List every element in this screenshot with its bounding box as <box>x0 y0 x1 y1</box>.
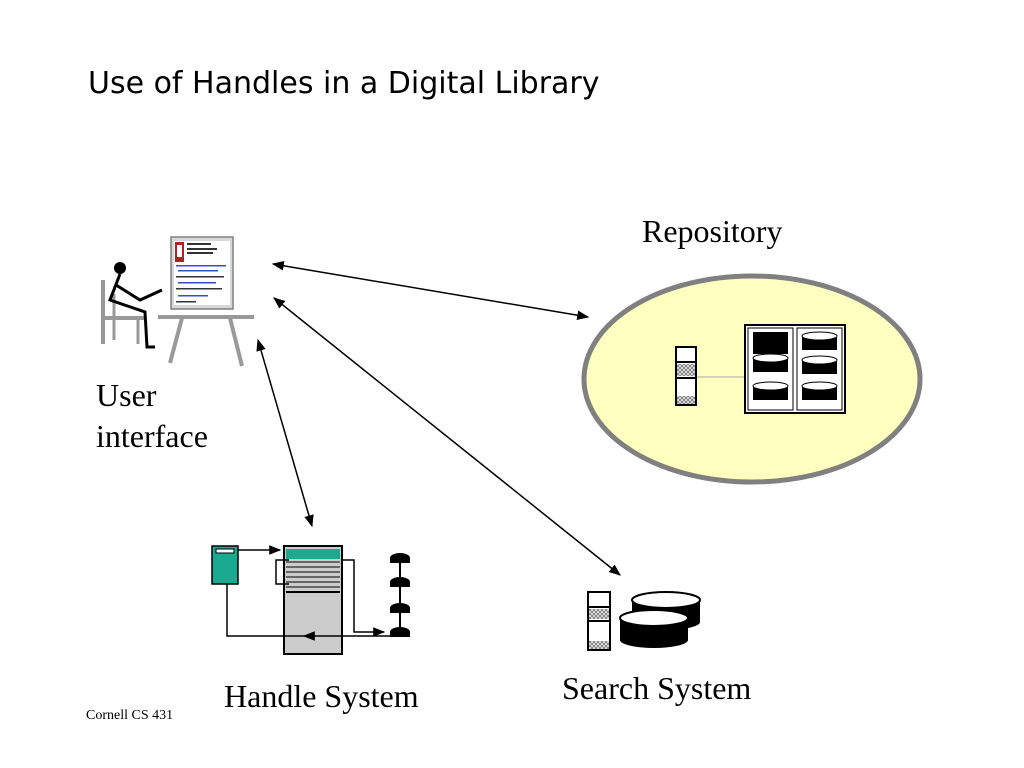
handle-server-icon <box>283 545 343 655</box>
repository-server-icon <box>675 346 697 406</box>
search-system-label: Search System <box>562 670 752 706</box>
arrow-ui-repository <box>271 261 590 320</box>
repository-label: Repository <box>642 213 783 249</box>
search-database-icon <box>619 591 701 648</box>
search-system-group <box>587 591 701 651</box>
arrow-ui-search <box>273 297 621 576</box>
search-server-icon <box>587 591 611 651</box>
slide-title: Use of Handles in a Digital Library <box>88 66 600 101</box>
arrow-ui-handle <box>256 338 314 528</box>
user-interface-label-line1: User <box>96 377 157 413</box>
handle-system-group <box>211 545 410 655</box>
user-interface-label-line2: interface <box>96 418 208 454</box>
handle-disk-stack-icon <box>390 553 410 637</box>
handle-client-icon <box>211 545 239 585</box>
footer-text: Cornell CS 431 <box>86 708 174 723</box>
handle-system-label: Handle System <box>224 678 419 714</box>
repository-group <box>581 273 923 485</box>
user-at-computer-icon <box>101 236 254 367</box>
repository-storage-icon <box>744 324 846 414</box>
